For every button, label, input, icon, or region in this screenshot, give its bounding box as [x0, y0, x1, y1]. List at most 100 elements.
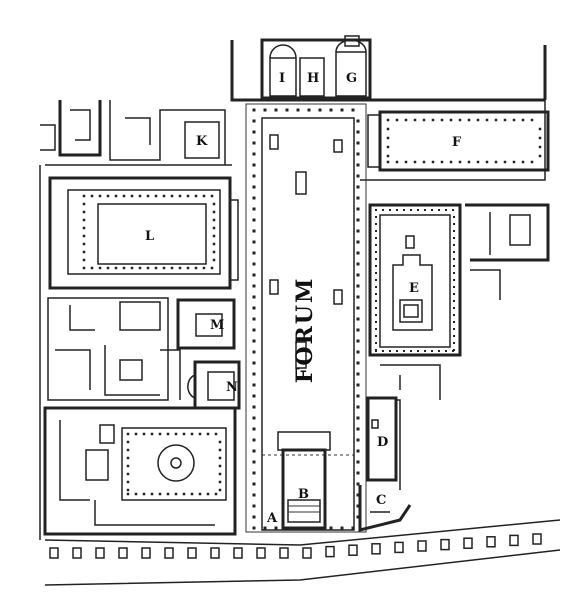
column-dot: [356, 394, 360, 398]
column-dot: [212, 242, 216, 246]
column-dot: [356, 284, 360, 288]
column-dot: [467, 160, 471, 164]
column-dot: [106, 266, 110, 270]
column-dot: [375, 342, 377, 344]
column-dot: [403, 350, 405, 352]
column-dot: [142, 432, 146, 436]
shop-room: [164, 547, 174, 559]
column-dot: [214, 432, 218, 436]
label-d: D: [377, 435, 388, 450]
column-dot: [404, 118, 408, 122]
column-dot: [424, 209, 426, 211]
shop-room: [72, 547, 82, 559]
column-dot: [458, 160, 462, 164]
column-dot: [356, 438, 360, 442]
shop-room: [509, 534, 519, 547]
column-dot: [212, 226, 216, 230]
column-dot: [154, 266, 158, 270]
column-dot: [538, 145, 542, 149]
column-dot: [263, 526, 267, 530]
column-dot: [476, 160, 480, 164]
column-dot: [403, 209, 405, 211]
column-dot: [138, 194, 142, 198]
column-dot: [356, 471, 360, 475]
column-dot: [356, 515, 360, 519]
column-dot: [212, 210, 216, 214]
column-dot: [356, 240, 360, 244]
column-dot: [431, 118, 435, 122]
column-dot: [210, 194, 214, 198]
label-i: I: [279, 71, 285, 86]
column-dot: [431, 160, 435, 164]
column-dot: [252, 372, 256, 376]
temples-north: [260, 35, 372, 100]
column-dot: [82, 226, 86, 230]
column-dot: [503, 160, 507, 164]
column-dot: [182, 432, 186, 436]
column-dot: [202, 266, 206, 270]
column-dot: [252, 163, 256, 167]
label-a: A: [266, 511, 278, 526]
column-dot: [389, 350, 391, 352]
column-dot: [375, 237, 377, 239]
column-dot: [356, 416, 360, 420]
column-dot: [375, 307, 377, 309]
column-dot: [494, 118, 498, 122]
column-dot: [285, 108, 289, 112]
column-dot: [453, 265, 455, 267]
column-dot: [386, 154, 390, 158]
column-dot: [114, 266, 118, 270]
column-dot: [252, 284, 256, 288]
building-b: [277, 431, 331, 530]
column-dot: [396, 350, 398, 352]
column-dot: [296, 108, 300, 112]
shop-room: [486, 536, 496, 548]
column-dot: [182, 492, 186, 496]
building-e: [368, 203, 462, 357]
column-dot: [356, 328, 360, 332]
column-dot: [494, 160, 498, 164]
column-dot: [126, 488, 130, 492]
column-dot: [356, 339, 360, 343]
column-dot: [252, 526, 256, 530]
column-dot: [453, 237, 455, 239]
column-dot: [174, 492, 178, 496]
column-dot: [178, 194, 182, 198]
column-dot: [82, 218, 86, 222]
column-dot: [375, 335, 377, 337]
column-dot: [134, 432, 138, 436]
column-dot: [252, 306, 256, 310]
shop-room: [371, 543, 381, 555]
column-dot: [356, 306, 360, 310]
column-dot: [453, 279, 455, 281]
column-dot: [170, 266, 174, 270]
column-dot: [252, 471, 256, 475]
column-dot: [453, 244, 455, 246]
label-m: M: [210, 318, 224, 333]
column-dot: [218, 464, 222, 468]
column-dot: [90, 266, 94, 270]
column-dot: [530, 160, 534, 164]
column-dot: [162, 194, 166, 198]
column-dot: [453, 293, 455, 295]
column-dot: [329, 108, 333, 112]
shop-room: [440, 538, 450, 551]
column-dot: [82, 234, 86, 238]
column-dot: [252, 196, 256, 200]
column-dot: [356, 427, 360, 431]
column-dot: [98, 194, 102, 198]
label-e: E: [409, 281, 419, 296]
column-dot: [453, 342, 455, 344]
column-dot: [252, 394, 256, 398]
column-dot: [150, 492, 154, 496]
column-dot: [126, 440, 130, 444]
column-dot: [521, 160, 525, 164]
column-dot: [449, 160, 453, 164]
column-dot: [252, 119, 256, 123]
column-dot: [126, 432, 130, 436]
column-dot: [375, 293, 377, 295]
column-dot: [382, 350, 384, 352]
column-dot: [538, 154, 542, 158]
column-dot: [252, 229, 256, 233]
